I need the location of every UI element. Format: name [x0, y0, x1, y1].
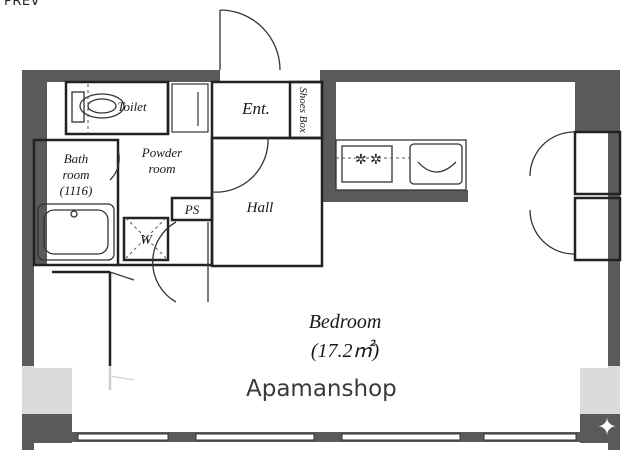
watermark-band — [0, 366, 640, 414]
sparkle-icon: ✦ — [597, 413, 618, 441]
powder-room-label-line2: room — [149, 161, 176, 176]
svg-text:✲: ✲ — [370, 151, 382, 167]
ps-label: PS — [184, 202, 200, 217]
wall-top-left — [22, 70, 220, 82]
bottom-windows — [77, 433, 577, 441]
toilet-fixture — [71, 91, 125, 123]
kitchen-wall — [322, 82, 336, 202]
bath-room — [32, 138, 120, 267]
closet-upper — [573, 130, 622, 196]
watermark-text: Apamanshop — [246, 376, 397, 402]
bath-label-line3: (1116) — [60, 183, 93, 198]
prev-link[interactable]: PREV — [4, 0, 40, 9]
shoes-box-label: Shoes Box — [297, 87, 309, 133]
dashed-lines — [87, 84, 410, 259]
interior-walls — [32, 80, 622, 390]
wall-bottom — [72, 432, 582, 442]
washer-label: W — [140, 233, 153, 248]
kitchen-counter-ledge — [336, 190, 468, 202]
hall-label: Hall — [246, 200, 274, 216]
closet-lower — [573, 196, 622, 262]
washer-box — [122, 216, 170, 262]
powder-fixture — [171, 83, 209, 133]
bath-label-line2: room — [63, 167, 90, 182]
bedroom-label: Bedroom — [309, 311, 382, 333]
kitchen: ✲ ✲ — [335, 139, 467, 191]
powder-room-label-line1: Powder — [141, 145, 183, 160]
bedroom-area-label: (17.2㎡) — [311, 339, 380, 362]
entrance-label: Ent. — [241, 99, 270, 118]
bathtub — [37, 203, 115, 261]
toilet-label: Toilet — [117, 99, 147, 114]
wall-top-right — [320, 70, 620, 82]
bath-label-line1: Bath — [64, 151, 89, 166]
pillar-top-right — [575, 82, 620, 132]
svg-text:✲: ✲ — [355, 151, 367, 167]
